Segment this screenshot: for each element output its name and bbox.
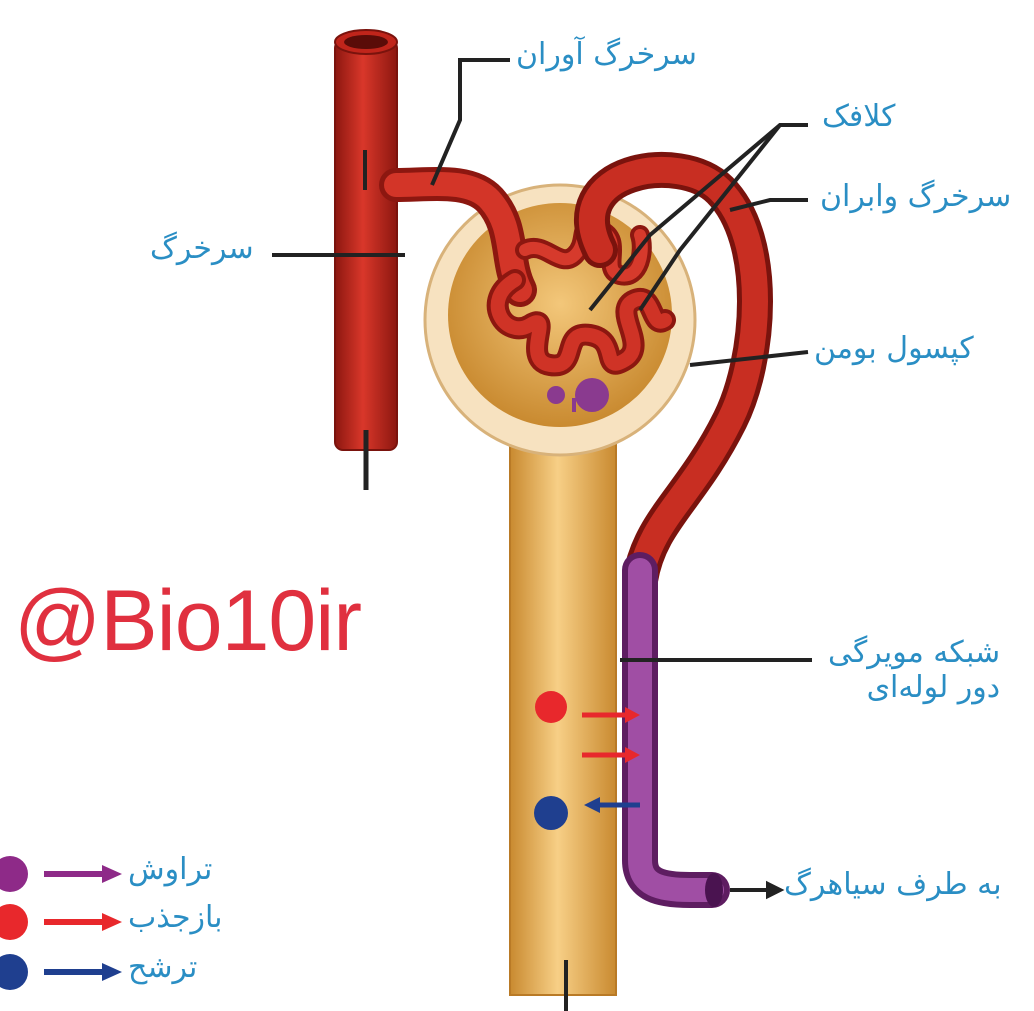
- label-to-vein: به طرف سیاهرگ: [784, 868, 1002, 903]
- label-peritubular-capillary: شبکه مویرگی دور لوله‌ای: [828, 636, 1000, 705]
- legend-label-secretion: ترشح: [128, 950, 197, 985]
- watermark-text: @Bio10ir: [14, 572, 361, 671]
- label-bowman-capsule: کپسول بومن: [814, 332, 974, 367]
- label-afferent-arteriole: سرخرگ آوران: [516, 38, 697, 73]
- label-peritubular-line1: شبکه مویرگی: [828, 636, 1000, 671]
- secretion-arrow-icon: [44, 962, 122, 982]
- filtration-arrow-icon: [44, 864, 122, 884]
- label-glomerulus: کلافک: [822, 100, 895, 135]
- reabsorption-arrow-icon: [44, 912, 122, 932]
- label-artery: سرخرگ: [150, 232, 254, 267]
- artery: [335, 30, 397, 490]
- peritubular-capillary: [640, 570, 723, 907]
- label-efferent-arteriole: سرخرگ وابران: [820, 180, 1011, 215]
- label-peritubular-line2: دور لوله‌ای: [828, 671, 1000, 706]
- legend-label-reabsorption: بازجذب: [128, 900, 223, 935]
- legend-label-filtration: تراوش: [128, 852, 212, 887]
